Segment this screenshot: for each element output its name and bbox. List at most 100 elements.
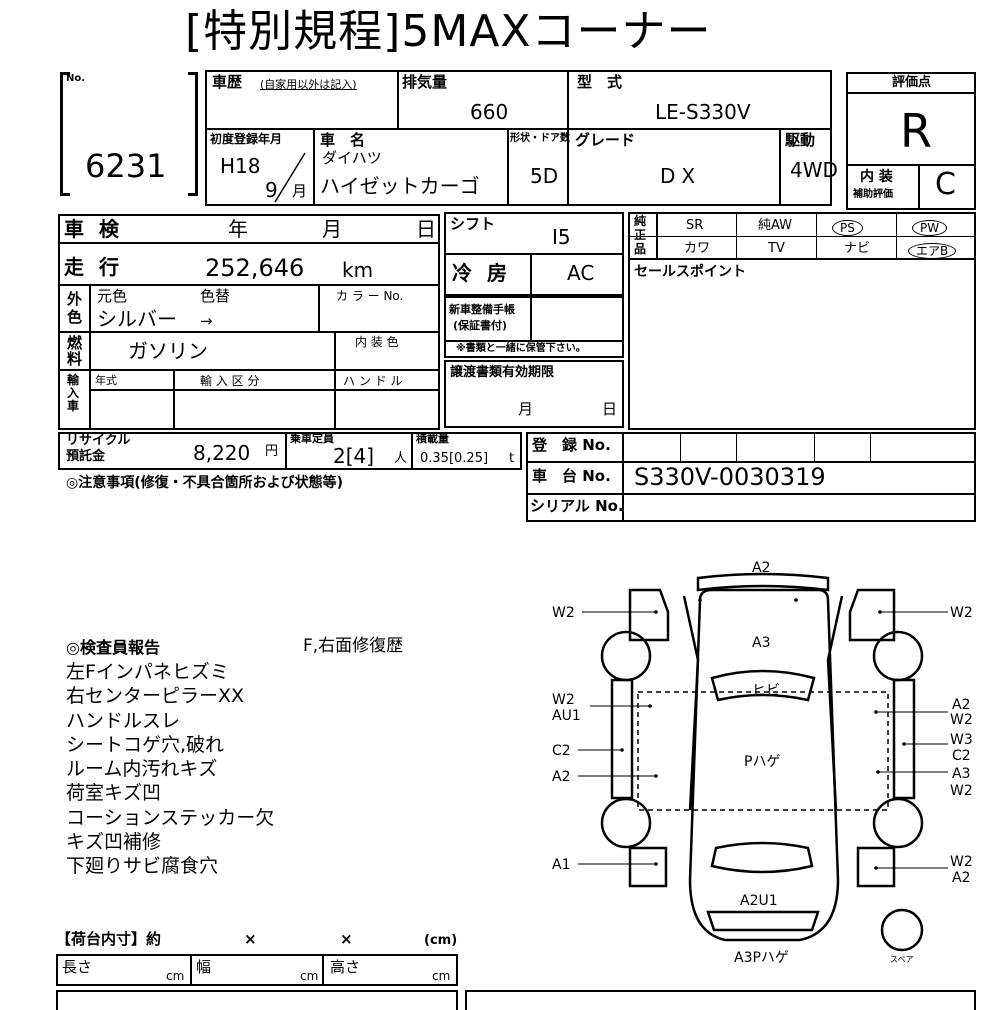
grade-label: グレード	[575, 131, 636, 149]
report-item: 下廻りサビ腐食穴	[66, 855, 219, 878]
report-item: 右センターピラーXX	[66, 685, 245, 708]
chassis-number: S330V-0030319	[634, 463, 826, 491]
diagram-roof-label: Pハゲ	[744, 754, 780, 770]
report-item: ハンドルスレ	[66, 709, 181, 732]
load-label: 積載量	[416, 432, 449, 445]
color-arrow: →	[200, 312, 213, 330]
report-list: 左Fインパネヒズミ 右センターピラーXX ハンドルスレ シートコゲ穴,破れ ルー…	[66, 660, 274, 879]
model-label: 型 式	[577, 73, 623, 91]
exterior-color-label: 外色	[67, 290, 83, 326]
cargo-length-unit: cm	[166, 969, 185, 983]
yen-unit: 円	[265, 444, 279, 459]
mileage-unit: km	[342, 258, 374, 282]
load-value: 0.35[0.25]	[420, 451, 489, 466]
color-no-label: カ ラ ー No.	[336, 289, 404, 303]
score-value: R	[900, 104, 932, 158]
cargo-length-label: 長さ	[62, 958, 93, 976]
sales-point-box	[628, 260, 976, 430]
doors-value: 5D	[530, 164, 559, 188]
transfer-box	[444, 360, 624, 428]
report-item: 左Fインパネヒズミ	[66, 661, 229, 683]
capacity-label: 乗車定員	[290, 432, 334, 445]
cargo-width-unit: cm	[300, 969, 319, 983]
model-value: LE-S330V	[655, 100, 751, 124]
serial-no-label: シリアル No.	[530, 497, 624, 515]
ton-unit: t	[509, 451, 515, 466]
maker-value: ダイハツ	[322, 149, 382, 167]
diagram-left-label: AU1	[552, 708, 581, 724]
manual-label: 新車整備手帳	[449, 303, 515, 316]
cargo-label: 【荷台内寸】約	[56, 930, 162, 948]
inspection-year-unit: 年	[228, 217, 248, 241]
chassis-no-label: 車 台 No.	[532, 467, 611, 485]
displacement-label: 排気量	[402, 73, 448, 91]
lot-number: 6231	[85, 147, 167, 185]
date-divider	[274, 152, 306, 203]
report-item: コーションステッカー欠	[66, 806, 275, 829]
bottom-table	[465, 990, 976, 1010]
equip-airbag: エアB	[908, 243, 957, 259]
report-item: 荷室キズ凹	[66, 782, 162, 805]
import-type-label: 輸 入 区 分	[200, 374, 260, 388]
diagram-left-label: A1	[552, 857, 570, 873]
page-title: [特別規程]5MAXコーナー	[185, 6, 712, 57]
diagram-right-label: C2	[952, 748, 971, 764]
cargo-height-label: 高さ	[330, 958, 361, 976]
drive-label: 駆動	[785, 131, 816, 149]
import-label: 輸入車	[67, 373, 80, 413]
recycle-fee: 8,220	[193, 441, 251, 465]
fuel-label: 燃料	[67, 334, 83, 368]
ac-label: 冷 房	[452, 261, 511, 285]
diagram-right-label: A3	[952, 766, 970, 782]
interior-color-label: 内 装 色	[355, 335, 399, 349]
report-note: F,右面修復歴	[303, 636, 404, 656]
equip-ps: PS	[832, 220, 863, 236]
manual-box	[444, 296, 624, 358]
person-unit: 人	[394, 451, 408, 466]
interior-score: C	[935, 167, 956, 202]
inspection-month-unit: 月	[322, 217, 342, 241]
equip-leather: カワ	[684, 241, 711, 256]
transfer-label: 譲渡書類有効期限	[450, 365, 555, 380]
lot-no-label: No.	[66, 73, 86, 84]
original-color-label: 元色	[97, 287, 128, 305]
cargo-table-2	[56, 990, 458, 1010]
transfer-month-unit: 月	[518, 400, 534, 418]
diagram-left-label: W2	[552, 605, 575, 621]
cargo-width-label: 幅	[196, 958, 212, 976]
first-reg-month-unit: 月	[292, 182, 308, 200]
first-reg-month: 9	[265, 178, 278, 202]
report-item: ルーム内汚れキズ	[66, 758, 218, 781]
doors-label: 形状・ドア数	[510, 133, 570, 144]
cargo-x2: ×	[340, 930, 353, 948]
diagram-right-label: W2	[950, 783, 973, 799]
registration-table	[526, 432, 976, 522]
mileage-label: 走 行	[64, 255, 123, 279]
shift-value: I5	[552, 225, 571, 249]
interior-sub-label: 補助評価	[853, 189, 893, 200]
recycle-label: リサイクル	[66, 433, 131, 448]
equip-sr: SR	[686, 218, 704, 233]
car-name-value: ハイゼットカーゴ	[320, 174, 480, 198]
report-label: ◎検査員報告	[66, 638, 160, 657]
diagram-right-label: W3	[950, 732, 973, 748]
damage-markers	[620, 598, 906, 870]
inspection-day-unit: 日	[416, 217, 436, 241]
diagram-front-label: A2	[752, 560, 770, 576]
diagram-right-label: W2	[950, 712, 973, 728]
color-change-label: 色替	[200, 287, 231, 305]
diagram-windshield-label: ヒビ	[752, 683, 780, 699]
vehicle-damage-diagram: A2 A3 ヒビ Pハゲ A2U1 A3Pハゲ スペア W2 W2 AU1 C2…	[552, 560, 973, 966]
diagram-left-label: A2	[552, 769, 570, 785]
fuel-value: ガソリン	[128, 339, 208, 363]
car-name-label: 車 名	[320, 131, 366, 149]
equip-genuine-aw: 純AW	[758, 218, 793, 233]
diagram-right-label: W2	[950, 605, 973, 621]
handle-label: ハ ン ド ル	[343, 374, 403, 388]
manual-note: ※書類と一緒に保管下さい。	[456, 343, 586, 354]
displacement-value: 660	[470, 100, 509, 124]
equip-navi: ナビ	[844, 241, 871, 256]
first-reg-label: 初度登録年月	[210, 132, 283, 146]
report-item: キズ凹補修	[66, 831, 162, 854]
score-box	[846, 72, 976, 210]
